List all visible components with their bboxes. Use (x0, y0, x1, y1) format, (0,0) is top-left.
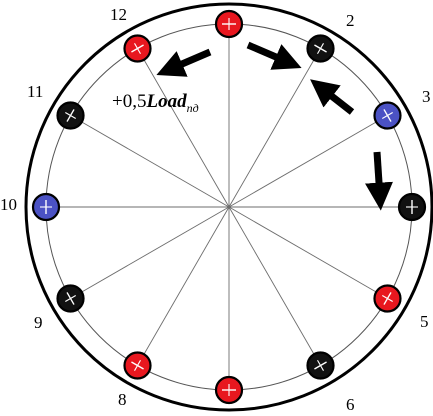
label-12: 12 (110, 5, 127, 24)
load-main: Load (145, 91, 187, 112)
bolt-11 (123, 34, 152, 63)
bolt-3 (397, 192, 427, 222)
position-labels: 12 2 3 5 6 8 9 10 11 (0, 5, 431, 414)
bolt-8 (56, 284, 85, 313)
label-6: 6 (346, 395, 355, 414)
radial-line-2 (228, 115, 388, 208)
bolt-7 (123, 351, 152, 380)
radial-line-11 (137, 48, 230, 208)
bolt-12 (214, 9, 244, 39)
label-11: 11 (27, 82, 43, 101)
label-3: 3 (422, 87, 431, 106)
load-prefix: +0,5 (112, 91, 146, 112)
bolt-slot-cross (382, 295, 393, 302)
arrow-toward-2 (246, 41, 302, 70)
radial-line-10 (70, 115, 230, 208)
load-annotation: +0,5Loadпд (112, 91, 199, 115)
radial-line-1 (228, 48, 321, 208)
radial-line-4 (228, 206, 388, 299)
bolt-slot-cross (134, 360, 141, 371)
bolt-slot-cross (65, 295, 76, 302)
label-8: 8 (118, 390, 127, 409)
radial-lines (46, 24, 412, 390)
radial-line-7 (137, 206, 230, 366)
label-5: 5 (420, 312, 429, 331)
arrow-toward-4 (365, 151, 393, 211)
bolt-slot-cross (382, 112, 393, 119)
bolt-10 (56, 101, 85, 130)
bolt-slot-cross (65, 112, 76, 119)
bolt-9 (31, 192, 61, 222)
label-2: 2 (346, 11, 355, 30)
bolt-slot-cross (134, 43, 141, 54)
arrow-3-to-2 (310, 79, 355, 115)
bolt-slot-cross (317, 360, 324, 371)
bolt-2 (373, 101, 402, 130)
load-subscript: пд (187, 101, 199, 115)
arrow-toward-12 (156, 48, 212, 77)
bolt-slot-cross (317, 43, 324, 54)
label-10: 10 (0, 195, 17, 214)
bolt-6 (214, 375, 244, 405)
bolt-5 (306, 351, 335, 380)
radial-line-5 (228, 206, 321, 366)
bolt-holes (31, 9, 427, 405)
outer-ring (24, 2, 433, 412)
bolt-4 (373, 284, 402, 313)
label-9: 9 (34, 313, 43, 332)
bolt-1 (306, 34, 335, 63)
radial-line-8 (70, 206, 230, 299)
load-sequence-arrows (156, 41, 393, 211)
